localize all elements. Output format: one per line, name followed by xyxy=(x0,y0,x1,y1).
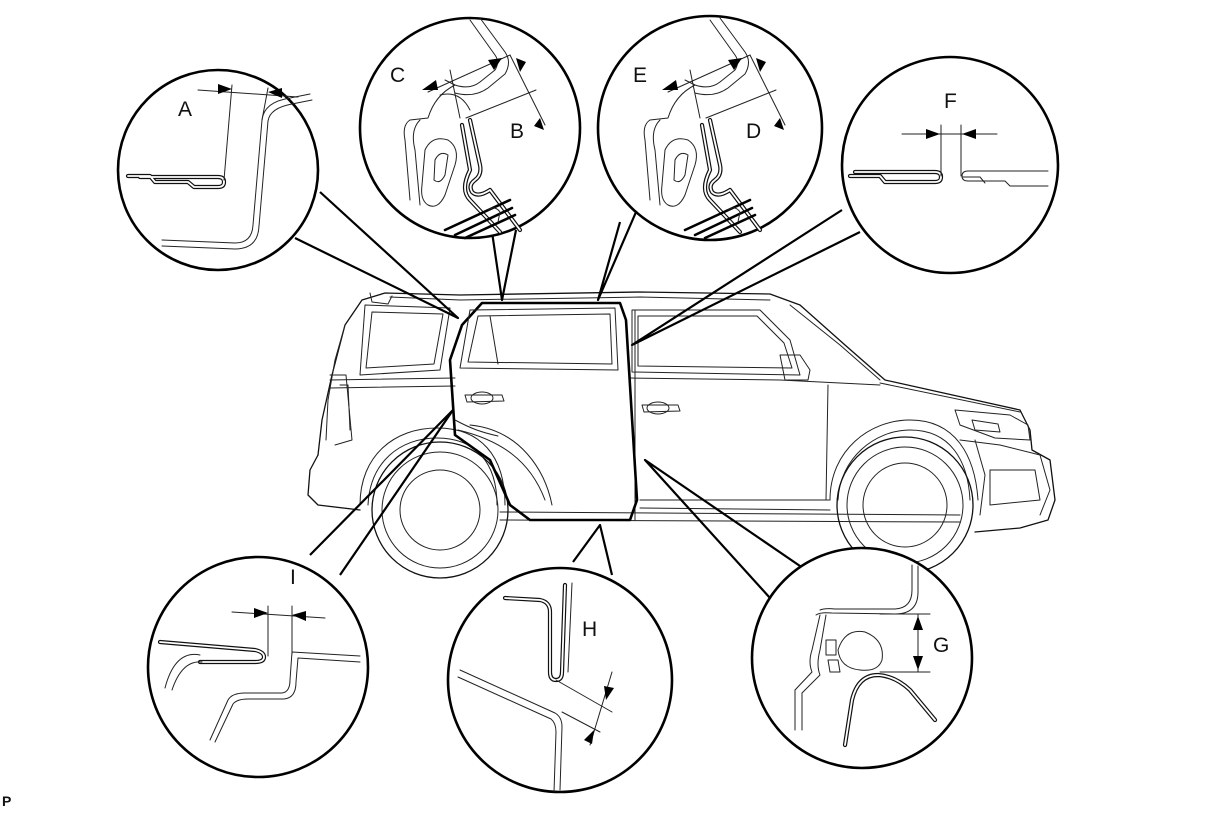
detail-circle-h: H xyxy=(446,566,674,794)
label-g: G xyxy=(933,634,949,657)
label-e: E xyxy=(633,64,647,87)
detail-circle-de: E D xyxy=(596,14,824,242)
corner-code: P xyxy=(2,793,11,809)
label-c: C xyxy=(390,64,405,87)
label-i: I xyxy=(290,566,296,589)
detail-circle-a: A xyxy=(116,68,320,272)
vehicle-side-view xyxy=(307,291,1056,579)
label-f: F xyxy=(944,90,957,113)
label-b: B xyxy=(510,120,524,143)
detail-circle-bc: C B xyxy=(358,16,582,240)
leader-lines xyxy=(294,191,861,599)
detail-circle-f: F xyxy=(840,55,1060,275)
label-h: H xyxy=(582,618,597,641)
detail-circle-i: I xyxy=(146,555,370,779)
detail-circle-g: G xyxy=(750,546,974,770)
label-d: D xyxy=(746,120,761,143)
label-a: A xyxy=(178,98,192,121)
